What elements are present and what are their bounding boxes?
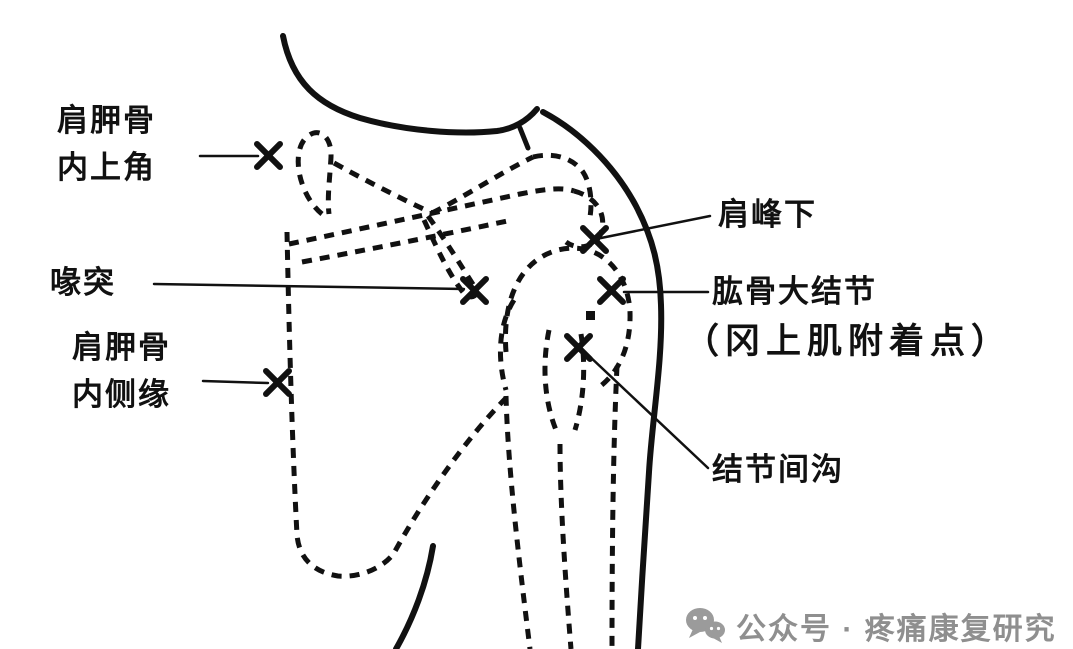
scapula-medial-border-line xyxy=(284,231,508,579)
leader-scapula-medial-border xyxy=(201,379,270,385)
leader-coracoid xyxy=(152,282,466,291)
acromion-top-edge xyxy=(532,152,594,223)
label-scapula-medial-border: 肩胛骨 内侧缘 xyxy=(72,330,171,413)
groove-midline xyxy=(557,443,574,649)
x-marker-scapula-medial-border xyxy=(263,368,292,397)
humeral-head-outline xyxy=(502,245,633,391)
x-marker-coracoid xyxy=(460,276,489,305)
x-marker-subacromial xyxy=(580,225,609,254)
leader-subacromial xyxy=(599,214,712,240)
leader-bicipital-groove xyxy=(585,352,710,470)
label-bicipital-groove: 结节间沟 xyxy=(712,452,844,487)
clavicle-line xyxy=(430,154,535,216)
glenoid-line xyxy=(497,298,517,391)
label-scapula-superior-angle-line2: 内上角 xyxy=(57,149,156,185)
label-greater-tubercle-line2: （冈上肌附着点） xyxy=(684,321,1013,361)
leader-lines xyxy=(152,154,712,470)
scapula-superior-angle-hook xyxy=(295,130,334,216)
humerus-shaft-left xyxy=(503,395,533,649)
watermark-text: 公众号 · 疼痛康复研究 xyxy=(736,613,1057,646)
body-outline xyxy=(280,33,665,649)
x-marker-scapula-superior-angle xyxy=(254,141,283,170)
skeleton-dashed xyxy=(284,130,633,649)
scapula-spine-upper xyxy=(288,186,575,247)
x-marker-greater-tubercle xyxy=(597,276,626,305)
torso-outline xyxy=(393,543,436,649)
label-greater-tubercle-line1: 肱骨大结节 xyxy=(712,274,877,309)
watermark: 公众号 · 疼痛康复研究 xyxy=(684,604,1057,648)
label-greater-tubercle: 肱骨大结节 （冈上肌附着点） xyxy=(684,274,1012,362)
humerus-shaft-right xyxy=(609,365,620,649)
wechat-logo-icon xyxy=(686,608,725,643)
label-scapula-medial-border-line2: 内侧缘 xyxy=(72,376,171,412)
bicipital-groove-left xyxy=(542,329,559,431)
label-subacromial: 肩峰下 xyxy=(718,197,817,232)
shoulder-arm-outline xyxy=(540,109,665,649)
coracoid-process-outline xyxy=(421,214,479,300)
label-scapula-superior-angle: 肩胛骨 内上角 xyxy=(57,103,156,186)
x-markers xyxy=(254,141,626,397)
x-marker-bicipital-groove xyxy=(564,333,593,362)
label-scapula-superior-angle-line1: 肩胛骨 xyxy=(57,103,156,138)
neck-notch xyxy=(517,125,531,151)
neck-outline xyxy=(280,33,540,136)
label-coracoid: 喙突 xyxy=(50,265,116,300)
scapula-spine-lower xyxy=(301,217,513,265)
square-marker-greater-tubercle xyxy=(586,311,595,320)
scapula-superior-border xyxy=(332,160,434,216)
label-scapula-medial-border-line1: 肩胛骨 xyxy=(72,330,171,365)
